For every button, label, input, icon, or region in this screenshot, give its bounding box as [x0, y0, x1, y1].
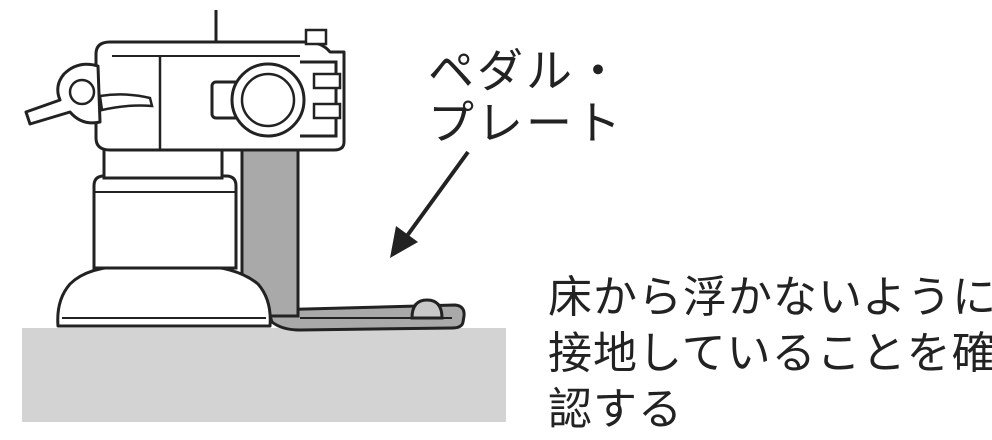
left-hinge-link	[98, 93, 154, 112]
instruction-note-line-1: 床から浮かないように	[548, 272, 992, 323]
clamp-knob-inner	[240, 72, 296, 128]
clamp-bracket-tab-upper	[312, 72, 342, 90]
pedal-plate-knob	[410, 298, 444, 320]
pedal-plate-label-line-2: プレート	[428, 96, 624, 150]
instruction-note-line-3: 認する	[548, 384, 683, 435]
clamp-right-bracket	[300, 60, 338, 138]
instruction-note-line-2: 接地していることを確	[548, 328, 992, 379]
callout-arrow-head	[390, 226, 418, 258]
stand-neck	[102, 146, 224, 180]
pedal-plate-label-line-1: ペダル・	[428, 44, 624, 98]
left-hinge-pin	[68, 78, 96, 106]
stand-cylinder	[92, 174, 238, 270]
clamp-top-nub	[304, 28, 328, 46]
clamp-bracket-tab-lower	[312, 102, 342, 120]
callout-arrow-shaft	[402, 150, 470, 242]
floor	[22, 328, 506, 422]
